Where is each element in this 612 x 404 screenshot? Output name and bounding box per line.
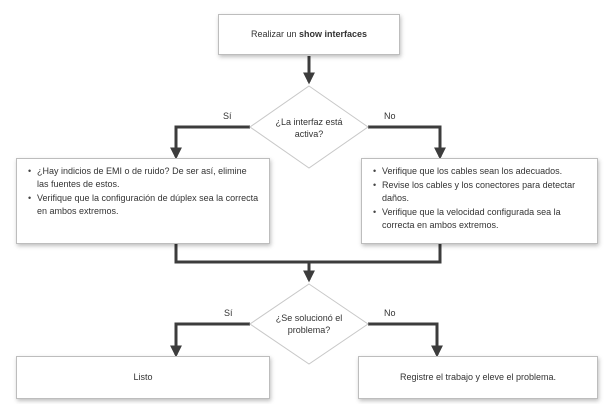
left2-text: Listo bbox=[133, 372, 153, 382]
decision2-text: ¿Se solucionó el problema? bbox=[275, 313, 343, 335]
start-box: Realizar un show interfaces bbox=[218, 14, 400, 55]
left1-list: ¿Hay indicios de EMI o de ruido? De ser … bbox=[27, 165, 259, 218]
arrow-decision2-yes bbox=[170, 322, 250, 358]
decision2-no-label: No bbox=[384, 308, 396, 318]
left1-box: ¿Hay indicios de EMI o de ruido? De ser … bbox=[16, 158, 270, 244]
arrow-decision1-no bbox=[368, 125, 446, 160]
list-item: Verifique que los cables sean los adecua… bbox=[372, 165, 587, 178]
right1-list: Verifique que los cables sean los adecua… bbox=[372, 165, 587, 232]
decision1-diamond bbox=[249, 85, 369, 169]
list-item: Verifique que la configuración de dúplex… bbox=[27, 192, 259, 218]
right2-text: Registre el trabajo y eleve el problema. bbox=[399, 372, 557, 382]
left2-box: Listo bbox=[16, 356, 270, 399]
merge-line bbox=[174, 244, 442, 264]
list-item: Verifique que la velocidad configurada s… bbox=[372, 206, 587, 232]
right2-box: Registre el trabajo y eleve el problema. bbox=[358, 356, 598, 399]
decision2-yes-label: Sí bbox=[224, 308, 233, 318]
decision1-text: ¿La interfaz está activa? bbox=[275, 117, 343, 139]
arrow-decision1-yes bbox=[170, 125, 250, 160]
list-item: ¿Hay indicios de EMI o de ruido? De ser … bbox=[27, 165, 259, 191]
decision2-diamond bbox=[249, 283, 369, 365]
decision1-no-label: No bbox=[384, 111, 396, 121]
right1-box: Verifique que los cables sean los adecua… bbox=[361, 158, 598, 244]
arrow-decision2-no bbox=[368, 322, 443, 358]
list-item: Revise los cables y los conectores para … bbox=[372, 179, 587, 205]
decision1-yes-label: Sí bbox=[223, 111, 232, 121]
start-text: Realizar un show interfaces bbox=[250, 29, 368, 39]
